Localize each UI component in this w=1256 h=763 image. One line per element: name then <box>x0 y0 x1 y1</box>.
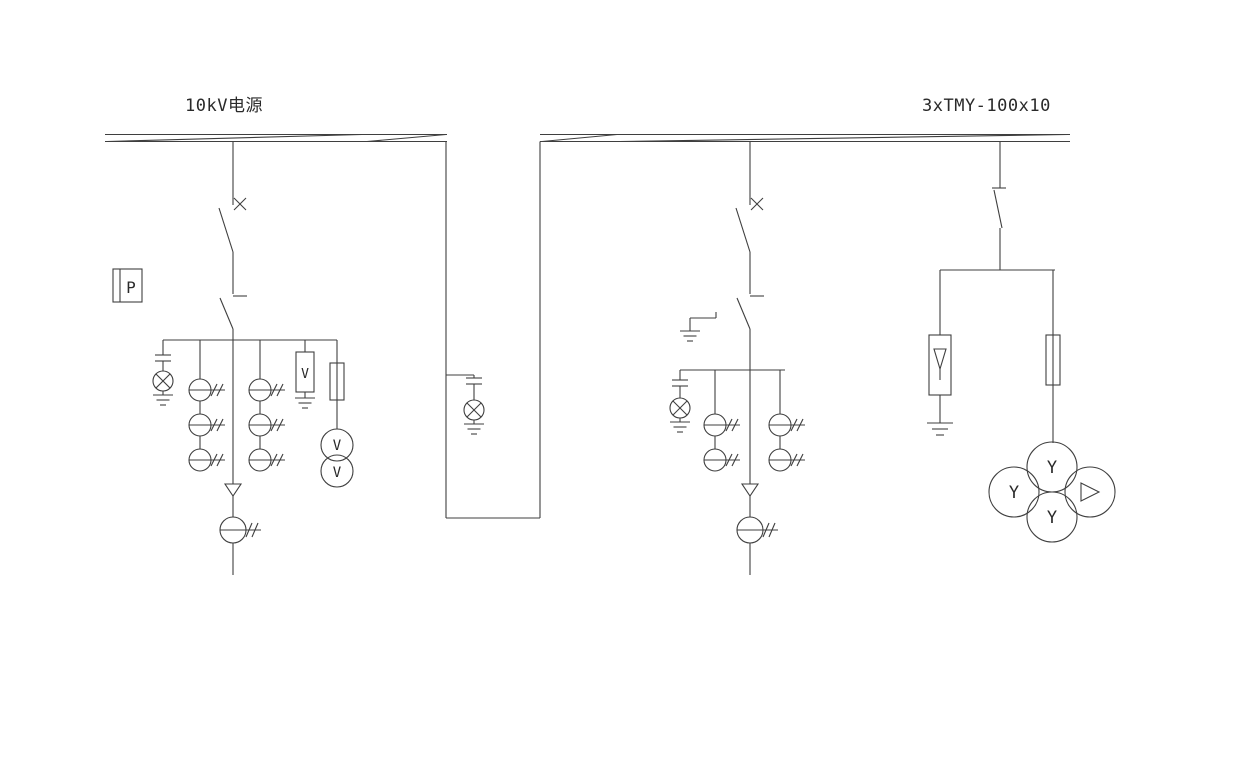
disconnect-blade <box>735 207 751 253</box>
ground-icon <box>294 397 316 409</box>
source-label: 10kV电源 <box>185 96 263 116</box>
open-contact-cross-icon <box>750 197 764 211</box>
meter-top-letter: Y <box>1047 458 1057 478</box>
meter-bottom-letter: Y <box>1047 508 1057 528</box>
voltage-transformer-icon <box>320 428 354 462</box>
instrument-transformer-icon <box>248 378 286 402</box>
frame-label-box: P <box>112 268 143 303</box>
surge-arrester-branch <box>926 270 954 436</box>
open-contact-cross-icon <box>233 197 247 211</box>
surge-arrester-icon <box>928 334 952 396</box>
busbar-right <box>540 133 1070 143</box>
metering-feeder: Y Y Y <box>926 141 1116 543</box>
instrument-transformer-icon <box>248 448 286 472</box>
instrument-transformer-icon <box>703 448 741 472</box>
instrument-column-a <box>188 340 226 472</box>
capacitor-icon <box>671 379 689 387</box>
instrument-column-b <box>248 340 286 472</box>
meter-dial-icon <box>988 466 1040 518</box>
tie-lamp-branch <box>446 374 485 435</box>
vt-upper-letter: V <box>333 438 342 454</box>
incoming-feeder-right <box>669 141 806 575</box>
ground-icon <box>152 394 174 406</box>
current-transformer-icon <box>219 516 262 544</box>
ground-icon <box>463 423 485 435</box>
voltage-transformer-icon <box>320 454 354 488</box>
instrument-transformer-icon <box>248 413 286 437</box>
earthing-switch <box>679 312 717 342</box>
meter-dial-icon <box>1026 491 1078 543</box>
instrument-column-a <box>703 370 741 472</box>
instrument-transformer-icon <box>768 448 806 472</box>
incoming-feeder-left: V V V <box>152 141 354 575</box>
bus-tie-link <box>445 141 541 519</box>
indicator-lamp-icon <box>152 370 174 392</box>
indicator-lamp-icon <box>463 399 485 421</box>
meter-dial-icon <box>1064 466 1116 518</box>
lamp-branch <box>669 370 691 433</box>
instrument-transformer-icon <box>188 448 226 472</box>
cable-termination-icon <box>224 483 242 497</box>
instrument-transformer-icon <box>768 413 806 437</box>
ground-icon <box>669 421 691 433</box>
instrument-column-b <box>768 370 806 472</box>
lamp-branch <box>152 340 174 406</box>
disconnect-blade <box>218 207 234 253</box>
indicator-lamp-icon <box>669 397 691 419</box>
breaker-blade <box>736 297 751 330</box>
ground-icon <box>679 330 701 342</box>
instrument-transformer-icon <box>703 413 741 437</box>
current-transformer-icon <box>736 516 779 544</box>
capacitor-icon <box>465 377 483 385</box>
arrester-box-letter: V <box>301 367 309 382</box>
instrument-transformer-icon <box>188 378 226 402</box>
disconnect-blade <box>993 189 1003 229</box>
fuse-icon <box>329 362 345 401</box>
arrester-arrow-icon <box>933 348 947 371</box>
capacitor-icon <box>154 354 172 362</box>
frame-letter: P <box>126 278 136 297</box>
meter-cluster-branch: Y Y Y <box>988 270 1116 543</box>
breaker-blade <box>219 297 234 330</box>
arrester-branch: V <box>294 340 316 409</box>
ground-icon <box>926 422 954 436</box>
meter-left-letter: Y <box>1009 483 1019 503</box>
instrument-transformer-icon <box>188 413 226 437</box>
busbar-left <box>105 133 447 143</box>
pt-fuse-branch: V V <box>320 340 354 488</box>
busbar-spec-label: 3xTMY-100x10 <box>922 96 1051 116</box>
cable-termination-icon <box>741 483 759 497</box>
meter-pointer-icon <box>1080 482 1101 502</box>
vt-lower-letter: V <box>333 465 342 481</box>
